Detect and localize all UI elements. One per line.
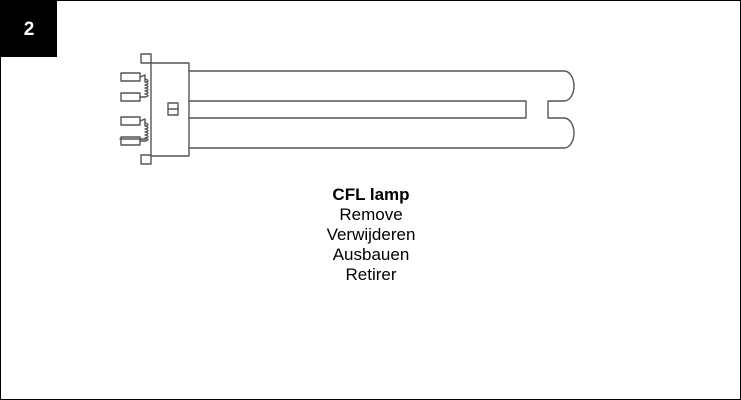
caption-line-en: Remove [339, 205, 403, 224]
caption-line-de: Ausbauen [332, 245, 410, 264]
caption-line-nl: Verwijderen [326, 225, 416, 244]
base-indicator [167, 102, 179, 116]
lamp-base-bottom-tip [140, 154, 152, 165]
lamp-tube-slot [188, 100, 527, 119]
cfl-lamp-illustration [119, 53, 575, 165]
lamp-pins [119, 72, 147, 146]
caption-title: CFL lamp [332, 185, 410, 204]
lamp-base-top-tip [140, 53, 152, 64]
step-number-badge: 2 [1, 1, 57, 57]
filament-coils [139, 74, 149, 142]
lamp-base-body [150, 62, 190, 157]
caption-block: CFL lamp Remove Verwijderen Ausbauen Ret… [241, 185, 501, 285]
caption-line-fr: Retirer [345, 265, 397, 284]
lamp-tube-outline [188, 70, 575, 149]
step-number: 2 [23, 18, 35, 40]
